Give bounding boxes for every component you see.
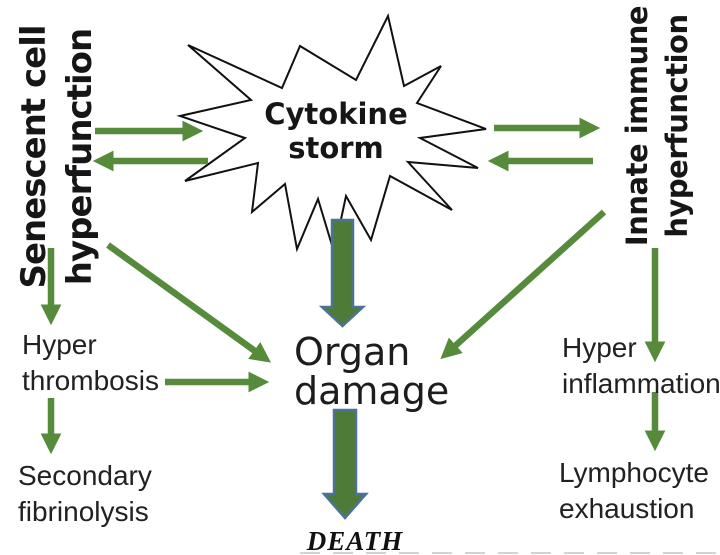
node-cytokine-line1: Cytokine [264,97,408,131]
node-organ-line1: Organ [294,330,411,374]
node-cytokine-storm: Cytokine storm [226,97,446,165]
node-organ-damage: Organ damage [294,333,449,411]
node-innate-line1: Innate immune [620,5,654,247]
node-secondary-fibrinolysis: Secondary fibrinolysis [18,458,152,530]
node-fibrinolysis-line2: fibrinolysis [18,496,149,527]
node-senescent-cell-hyperfunction: Senescent cell hyperfunction [11,7,103,307]
node-organ-line2: damage [294,369,450,413]
cytokine-storm-burst [176,13,487,253]
node-inflammation-line2: inflammation [562,368,720,399]
node-cytokine-line2: storm [288,131,384,165]
node-thrombosis-line2: thrombosis [22,365,159,396]
node-innate-line2: hyperfunction [660,14,694,238]
node-inflammation-line1: Hyper [562,332,637,363]
node-fibrinolysis-line1: Secondary [18,460,152,491]
node-senescent-line1: Senescent cell [14,25,54,289]
arrow-organ-to-death-thick [321,408,369,520]
arrow-innate-to-organ [440,209,607,360]
node-innate-immune-hyperfunction: Innate immune hyperfunction [617,0,697,266]
arrow-cytokine-to-organ-thick [318,218,367,328]
node-lymphocyte-line1: Lymphocyte [559,457,709,488]
node-death-text: DEATH [306,526,404,555]
node-lymphocyte-line2: exhaustion [559,493,695,524]
arrow-senescent-to-organ [106,242,272,363]
node-senescent-line2: hyperfunction [60,28,100,286]
node-death: DEATH [285,526,425,555]
node-hyper-thrombosis: Hyper thrombosis [22,327,159,399]
node-lymphocyte-exhaustion: Lymphocyte exhaustion [559,455,709,527]
bottom-crop-remnant-line [300,552,720,554]
node-hyper-inflammation: Hyper inflammation [562,330,720,402]
node-thrombosis-line1: Hyper [22,329,97,360]
